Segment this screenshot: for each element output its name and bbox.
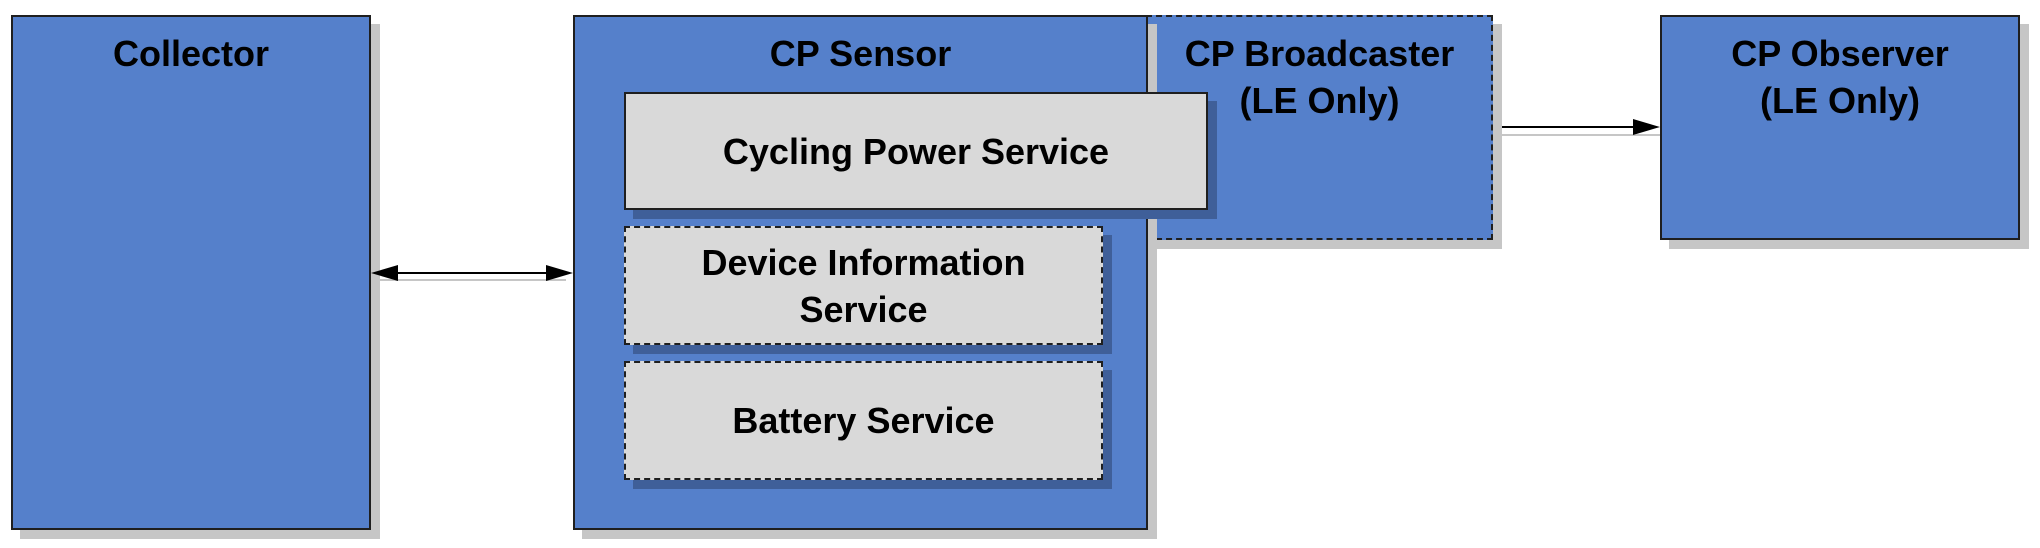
- collector-label: Collector: [112, 33, 270, 74]
- cycling-power-service-box: Cycling Power Service: [624, 92, 1208, 210]
- device-information-service-box: Device Information Service: [624, 226, 1103, 345]
- broadcaster-observer-arrow: [1502, 119, 1660, 136]
- collector-sensor-arrow: [371, 265, 573, 281]
- battery-service-box: Battery Service: [624, 361, 1103, 480]
- cp-observer-label: CP Observer (LE Only): [1731, 33, 1949, 121]
- cp-sensor-label: CP Sensor: [769, 33, 952, 74]
- cp-broadcaster-label: CP Broadcaster (LE Only): [1184, 33, 1455, 121]
- cp-observer-box: CP Observer (LE Only): [1660, 15, 2020, 240]
- collector-box: Collector: [11, 15, 371, 530]
